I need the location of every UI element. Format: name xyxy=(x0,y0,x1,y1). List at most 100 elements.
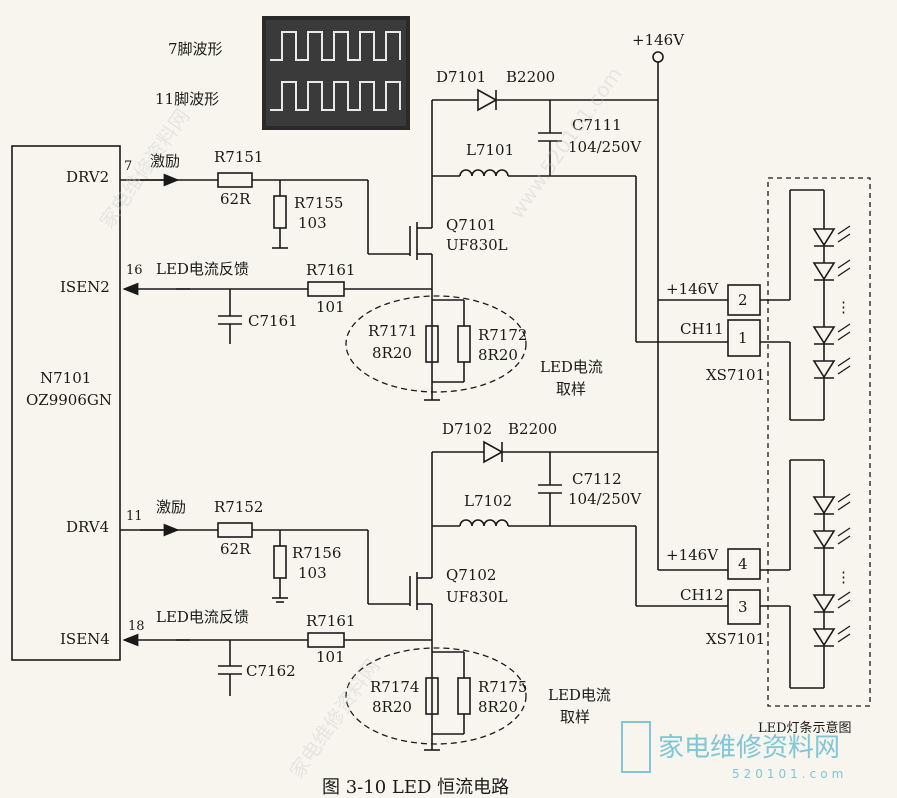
feedback-label-upper: LED电流反馈 xyxy=(156,260,249,278)
r7152-value: 62R xyxy=(220,540,251,558)
lower-conn-ch: CH12 xyxy=(680,586,724,604)
r7151-value: 62R xyxy=(220,190,251,208)
oscilloscope-image xyxy=(262,16,410,130)
led-icon xyxy=(812,591,851,613)
c7112-label: C7112 xyxy=(572,470,622,488)
diode-d7101 xyxy=(477,88,498,112)
pin7-number: 7 xyxy=(124,159,132,174)
lower-connector-label: XS7101 xyxy=(706,630,765,648)
r7161-lower-value: 101 xyxy=(316,648,345,666)
pin16-number: 16 xyxy=(126,263,143,278)
logo-site: 520101.com xyxy=(732,767,847,781)
pin1-number: 1 xyxy=(738,329,748,347)
watermark-logo-2: 家电维修资料网 xyxy=(284,654,384,782)
scope-label-pin7: 7脚波形 xyxy=(168,40,223,58)
figure-caption: 图 3-10 LED 恒流电路 xyxy=(322,777,509,798)
q7102-label: Q7102 xyxy=(446,566,496,584)
sense-label-upper-2: 取样 xyxy=(556,380,586,398)
resistor-r7155 xyxy=(273,195,287,229)
r7151-label: R7151 xyxy=(214,148,263,166)
r7161-upper-value: 101 xyxy=(316,298,345,316)
led-string-upper xyxy=(760,189,825,421)
scope-label-pin11: 11脚波形 xyxy=(155,90,219,108)
sense-label-lower-1: LED电流 xyxy=(548,686,611,704)
site-logo: 家电维修资料网 520101.com xyxy=(621,721,847,781)
upper-conn-pos: +146V xyxy=(666,280,719,298)
pin-isen4: ISEN4 xyxy=(60,630,110,648)
d7102-label: D7102 xyxy=(442,420,492,438)
mosfet-q7102 xyxy=(409,526,433,750)
q7101-label: Q7101 xyxy=(446,216,496,234)
supply-label: +146V xyxy=(632,31,685,49)
led-icon xyxy=(812,357,851,379)
r7174-value: 8R20 xyxy=(372,698,412,716)
ic-name: N7101 xyxy=(40,369,91,387)
r7171-value: 8R20 xyxy=(372,344,412,362)
resistor-r7152 xyxy=(217,522,253,538)
sense-highlight-lower xyxy=(345,647,527,745)
resistor-r7156 xyxy=(273,545,287,579)
pin11-number: 11 xyxy=(126,509,143,524)
r7156-value: 103 xyxy=(298,564,327,582)
led-icon xyxy=(812,493,851,515)
r7175-label: R7175 xyxy=(478,678,527,696)
mosfet-q7101 xyxy=(409,176,433,400)
controller-ic xyxy=(11,145,121,661)
upper-connector-label: XS7101 xyxy=(706,366,765,384)
ellipsis-upper: ⋮ xyxy=(836,298,851,316)
pin4-number: 4 xyxy=(738,555,748,573)
led-icon xyxy=(812,527,851,549)
resistor-r7172 xyxy=(457,325,471,363)
resistor-r7151 xyxy=(217,172,253,188)
r7174-label: R7174 xyxy=(370,678,419,696)
d7102-part: B2200 xyxy=(508,420,557,438)
r7156-label: R7156 xyxy=(292,544,341,562)
c7112-value: 104/250V xyxy=(568,490,642,508)
supply-terminal xyxy=(652,51,664,63)
ic-model: OZ9906GN xyxy=(26,391,112,409)
r7175-value: 8R20 xyxy=(478,698,518,716)
l7102-label: L7102 xyxy=(464,492,512,510)
l7101-label: L7101 xyxy=(466,141,514,159)
pin18-number: 18 xyxy=(128,619,145,634)
connector-pin-1 xyxy=(727,319,761,357)
resistor-r7161-lower xyxy=(307,632,345,648)
pin3-number: 3 xyxy=(738,598,748,616)
connector-pin-3 xyxy=(727,589,761,625)
led-bar-region xyxy=(767,177,871,707)
pin2-number: 2 xyxy=(738,291,748,309)
excite-label-upper: 激励 xyxy=(150,152,180,170)
r7171-label: R7171 xyxy=(368,322,417,340)
r7155-label: R7155 xyxy=(294,194,343,212)
led-icon xyxy=(812,259,851,281)
connector-pin-4 xyxy=(727,548,761,580)
r7161-upper-label: R7161 xyxy=(306,261,355,279)
inductor-l7101 xyxy=(459,169,509,177)
r7172-value: 8R20 xyxy=(478,346,518,364)
q7101-part: UF830L xyxy=(446,236,508,254)
q7102-part: UF830L xyxy=(446,588,508,606)
diode-d7102 xyxy=(483,440,504,464)
sense-highlight-upper xyxy=(345,295,527,393)
upper-channel: 7 激励 R7151 62R R7155 103 Q7101 UF830L D7… xyxy=(120,68,765,401)
led-icon xyxy=(812,225,851,247)
c7111-label: C7111 xyxy=(572,116,622,134)
resistor-r7175 xyxy=(457,677,471,715)
c7161-label: C7161 xyxy=(248,312,298,330)
r7161-lower-label: R7161 xyxy=(306,612,355,630)
logo-text: 家电维修资料网 xyxy=(658,733,840,763)
pin-drv2: DRV2 xyxy=(66,168,109,186)
d7101-label: D7101 xyxy=(436,68,486,86)
ellipsis-lower: ⋮ xyxy=(836,568,851,586)
c7111-value: 104/250V xyxy=(568,138,642,156)
resistor-r7161-upper xyxy=(307,281,345,297)
resistor-r7174 xyxy=(425,677,439,715)
led-string-lower xyxy=(760,459,825,689)
led-icons xyxy=(812,225,851,647)
excite-label-lower: 激励 xyxy=(156,498,186,516)
pin-drv4: DRV4 xyxy=(66,518,109,536)
led-icon xyxy=(812,323,851,345)
lower-conn-pos: +146V xyxy=(666,546,719,564)
